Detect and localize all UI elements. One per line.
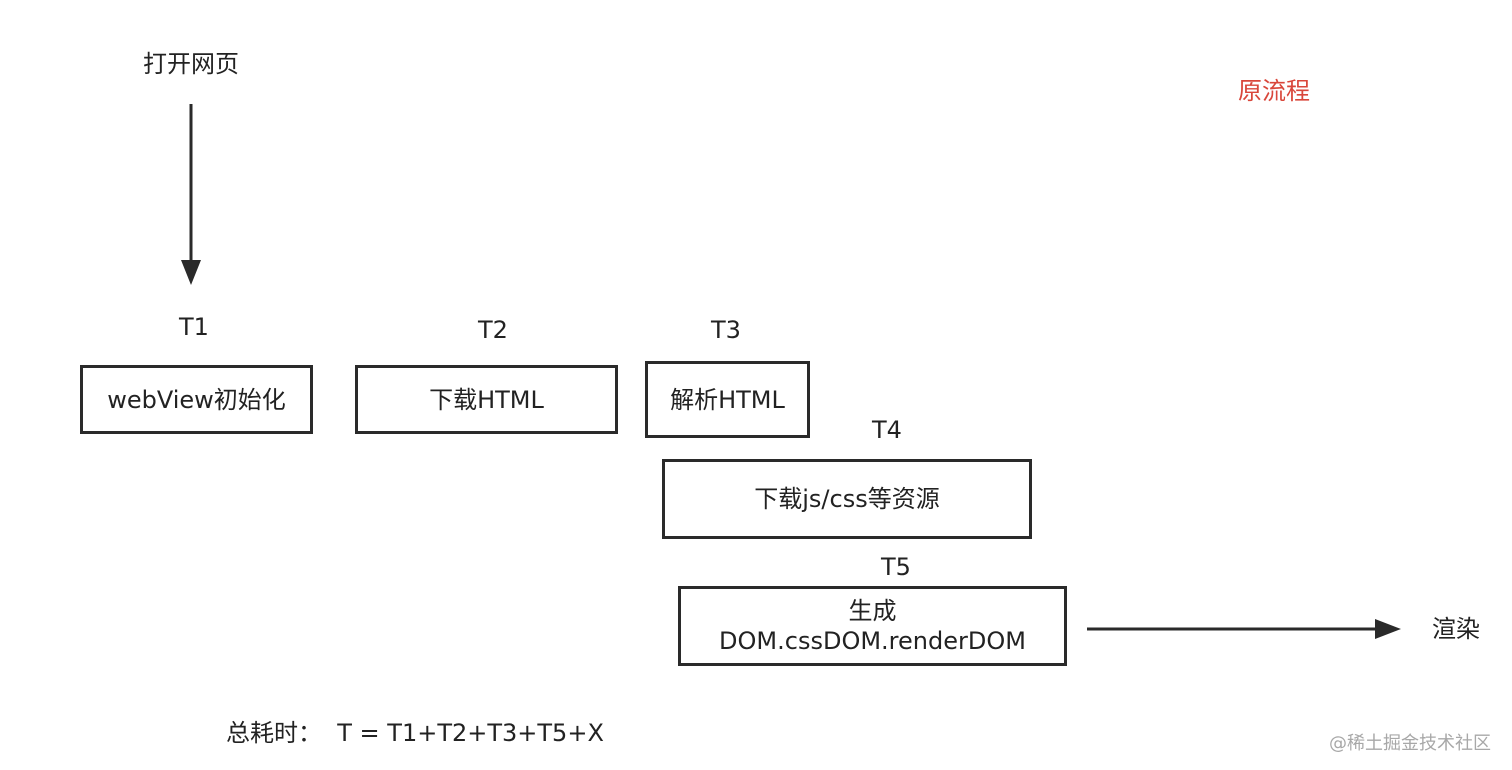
download-resources-label: 下载js/css等资源 bbox=[754, 485, 940, 513]
download-resources-box: 下载js/css等资源 bbox=[662, 459, 1032, 539]
total-time-formula: 总耗时： T = T1+T2+T3+T5+X bbox=[226, 719, 604, 747]
webview-init-label: webView初始化 bbox=[107, 385, 286, 414]
watermark: @稀土掘金技术社区 bbox=[1329, 733, 1491, 754]
t1-label: T1 bbox=[179, 313, 209, 341]
generate-dom-box: 生成 DOM.cssDOM.renderDOM bbox=[678, 586, 1067, 666]
parse-html-label: 解析HTML bbox=[670, 385, 785, 414]
download-html-label: 下载HTML bbox=[429, 385, 544, 414]
render-label: 渲染 bbox=[1432, 615, 1480, 643]
right-arrow bbox=[1087, 619, 1401, 639]
parse-html-box: 解析HTML bbox=[645, 361, 810, 438]
generate-dom-line1: 生成 bbox=[848, 597, 897, 625]
t5-label: T5 bbox=[881, 553, 911, 581]
t2-label: T2 bbox=[478, 316, 508, 344]
start-label: 打开网页 bbox=[143, 50, 239, 78]
generate-dom-line2: DOM.cssDOM.renderDOM bbox=[719, 627, 1026, 655]
t3-label: T3 bbox=[711, 316, 741, 344]
down-arrow bbox=[181, 104, 201, 285]
download-html-box: 下载HTML bbox=[355, 365, 618, 434]
flow-title: 原流程 bbox=[1238, 77, 1310, 105]
webview-init-box: webView初始化 bbox=[80, 365, 313, 434]
t4-label: T4 bbox=[872, 416, 902, 444]
